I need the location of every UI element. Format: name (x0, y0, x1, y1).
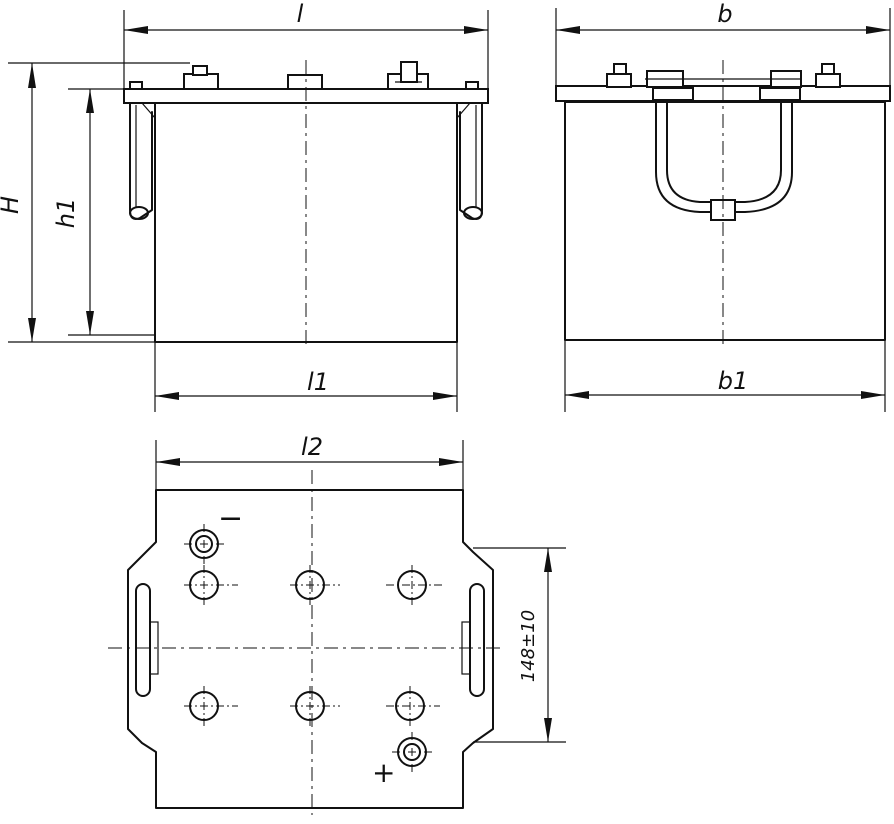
hole-grid (184, 524, 442, 772)
dim-label-l2: l2 (301, 433, 323, 461)
side-view (555, 60, 891, 345)
front-handle-left (129, 102, 153, 220)
front-terminal-left-bolt (192, 65, 208, 76)
front-view (123, 60, 489, 345)
polarity-minus: − (218, 501, 243, 536)
terminal-positive (392, 732, 432, 772)
dim-label-b: b (717, 0, 732, 28)
vent-hole (184, 686, 238, 728)
vent-hole (386, 565, 442, 607)
dim-label-b1: b1 (718, 367, 749, 395)
dim-label-h1: h1 (52, 198, 80, 228)
polarity-plus: + (372, 756, 395, 789)
top-outline (127, 489, 494, 809)
dim-label-l: l (297, 0, 304, 28)
top-view (108, 470, 500, 815)
terminal-negative (184, 524, 224, 564)
vent-hole (290, 565, 340, 607)
dim-label-148: 148±10 (518, 610, 539, 682)
vent-hole (386, 686, 440, 728)
front-vent-plug (287, 74, 323, 90)
dimensions: l b H h1 l1 b1 (0, 0, 891, 743)
top-handle-right (469, 583, 485, 697)
dim-label-H: H (0, 196, 24, 214)
dim-label-l1: l1 (307, 368, 329, 396)
front-terminal-left (183, 73, 219, 90)
front-handle-right (459, 102, 483, 220)
top-handle-left (135, 583, 151, 697)
vent-hole (184, 565, 238, 607)
vent-hole (290, 686, 340, 728)
front-terminal-right-bolt (400, 61, 418, 83)
